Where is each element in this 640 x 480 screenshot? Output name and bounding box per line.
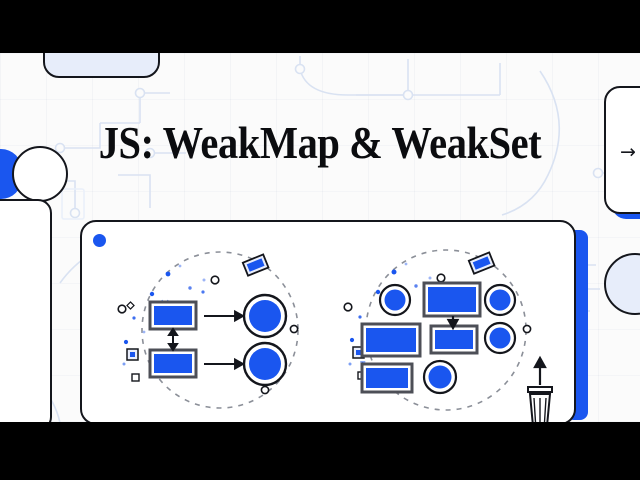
weakset-member xyxy=(360,322,422,358)
main-illustration-card: T xyxy=(80,220,576,422)
card-status-dot xyxy=(93,234,106,247)
arrow-right-icon: → xyxy=(620,141,636,163)
weakset-diagram: T xyxy=(334,222,574,422)
letterbox-top xyxy=(0,0,640,53)
weakset-member xyxy=(378,283,412,317)
left-card-decoration xyxy=(0,199,52,422)
weakset-member xyxy=(360,362,414,394)
weakmap-key xyxy=(148,300,198,331)
weakmap-diagram xyxy=(104,222,334,422)
weakset-member xyxy=(483,321,517,355)
right-card-decoration xyxy=(604,86,640,214)
top-left-card-decoration xyxy=(43,53,160,78)
weakmap-value xyxy=(242,293,288,339)
weakmap-key xyxy=(148,348,198,379)
weakset-member xyxy=(483,283,517,317)
weakmap-value xyxy=(242,341,288,387)
letterbox-bottom xyxy=(0,422,640,480)
trash-bin-icon xyxy=(527,355,553,422)
weakset-member xyxy=(429,324,479,355)
weakset-member xyxy=(422,359,458,395)
weakset-member xyxy=(422,281,482,318)
page-title: JS: WeakMap & WeakSet xyxy=(98,117,542,168)
slide-content: → JS: WeakMap & WeakSet xyxy=(0,53,640,422)
